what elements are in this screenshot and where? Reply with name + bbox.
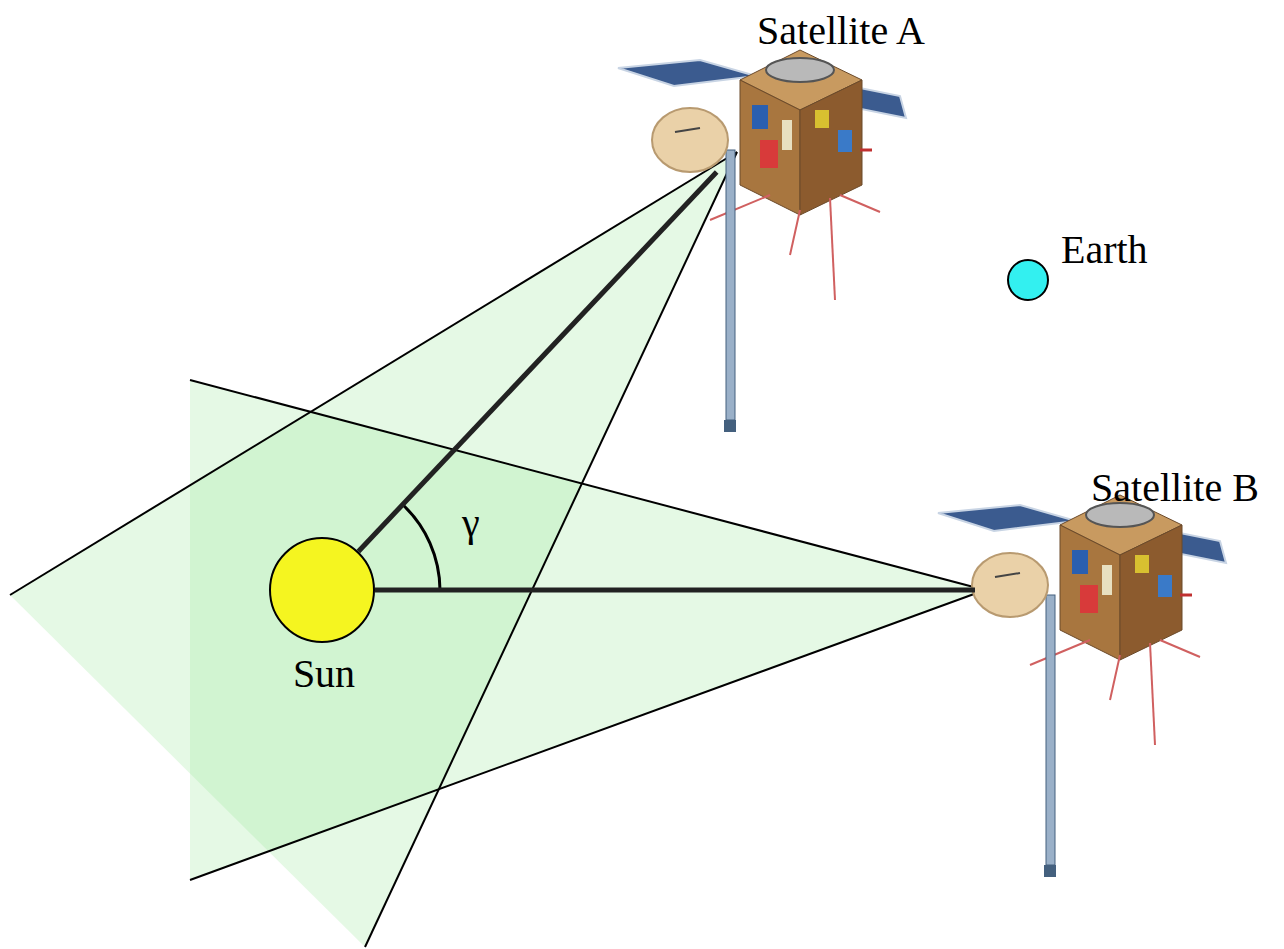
angle-label: γ bbox=[462, 500, 480, 546]
sight-line bbox=[375, 590, 975, 591]
earth-circle: Earth bbox=[1007, 259, 1049, 301]
node-label: Sun bbox=[293, 651, 355, 697]
satellite: Satellite B bbox=[975, 578, 999, 602]
sun-circle: Sun bbox=[269, 537, 375, 643]
node-label: Earth bbox=[1061, 227, 1148, 273]
satellite: Satellite A bbox=[716, 148, 740, 172]
node-label: Satellite A bbox=[757, 8, 925, 54]
sight-line bbox=[358, 172, 716, 551]
node-label: Satellite B bbox=[1091, 465, 1259, 511]
